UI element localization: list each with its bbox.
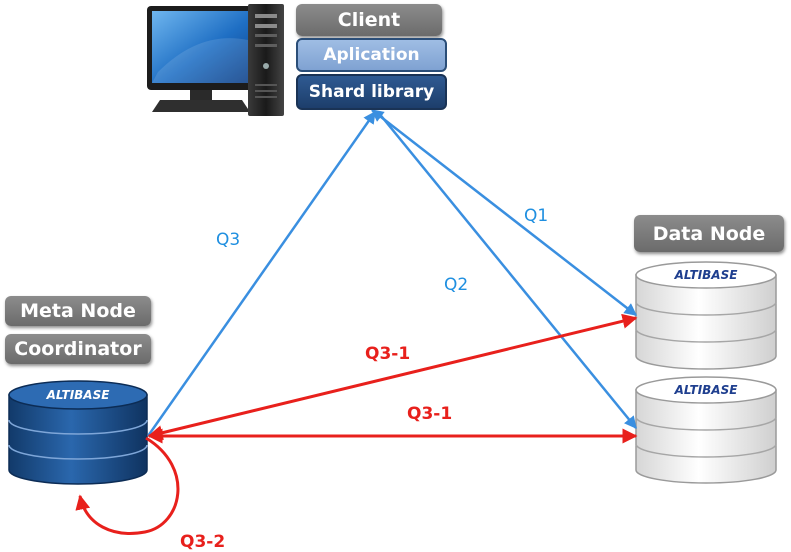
data-node-database-2 <box>635 376 777 484</box>
q1-arrow <box>371 109 637 316</box>
coordinator-title: Coordinator <box>5 334 151 364</box>
q2-label: Q2 <box>444 275 469 295</box>
q3-arrow <box>146 110 377 437</box>
q3-1-lower-label: Q3-1 <box>407 404 453 424</box>
data-node-database-1 <box>635 261 777 370</box>
q3-1-upper-label: Q3-1 <box>365 344 411 364</box>
data-node-title: Data Node <box>634 215 784 252</box>
q2-arrow <box>377 111 637 429</box>
shard-library-box: Shard library <box>296 74 447 110</box>
meta-node-title: Meta Node <box>5 296 151 326</box>
altibase-logo-meta: ALTIBASE <box>46 388 111 402</box>
client-title: Client <box>296 4 442 36</box>
meta-node-database <box>8 380 148 485</box>
application-box: Aplication <box>296 38 447 72</box>
altibase-logo-data-1: ALTIBASE <box>674 268 739 282</box>
q3-2-self-loop-arrow <box>75 436 180 535</box>
q1-label: Q1 <box>524 206 549 226</box>
altibase-logo-data-2: ALTIBASE <box>674 383 739 397</box>
q3-2-label: Q3-2 <box>180 532 226 552</box>
computer-icon <box>147 4 284 116</box>
q3-label: Q3 <box>216 230 241 250</box>
q3-1-upper-arrow <box>147 313 638 441</box>
